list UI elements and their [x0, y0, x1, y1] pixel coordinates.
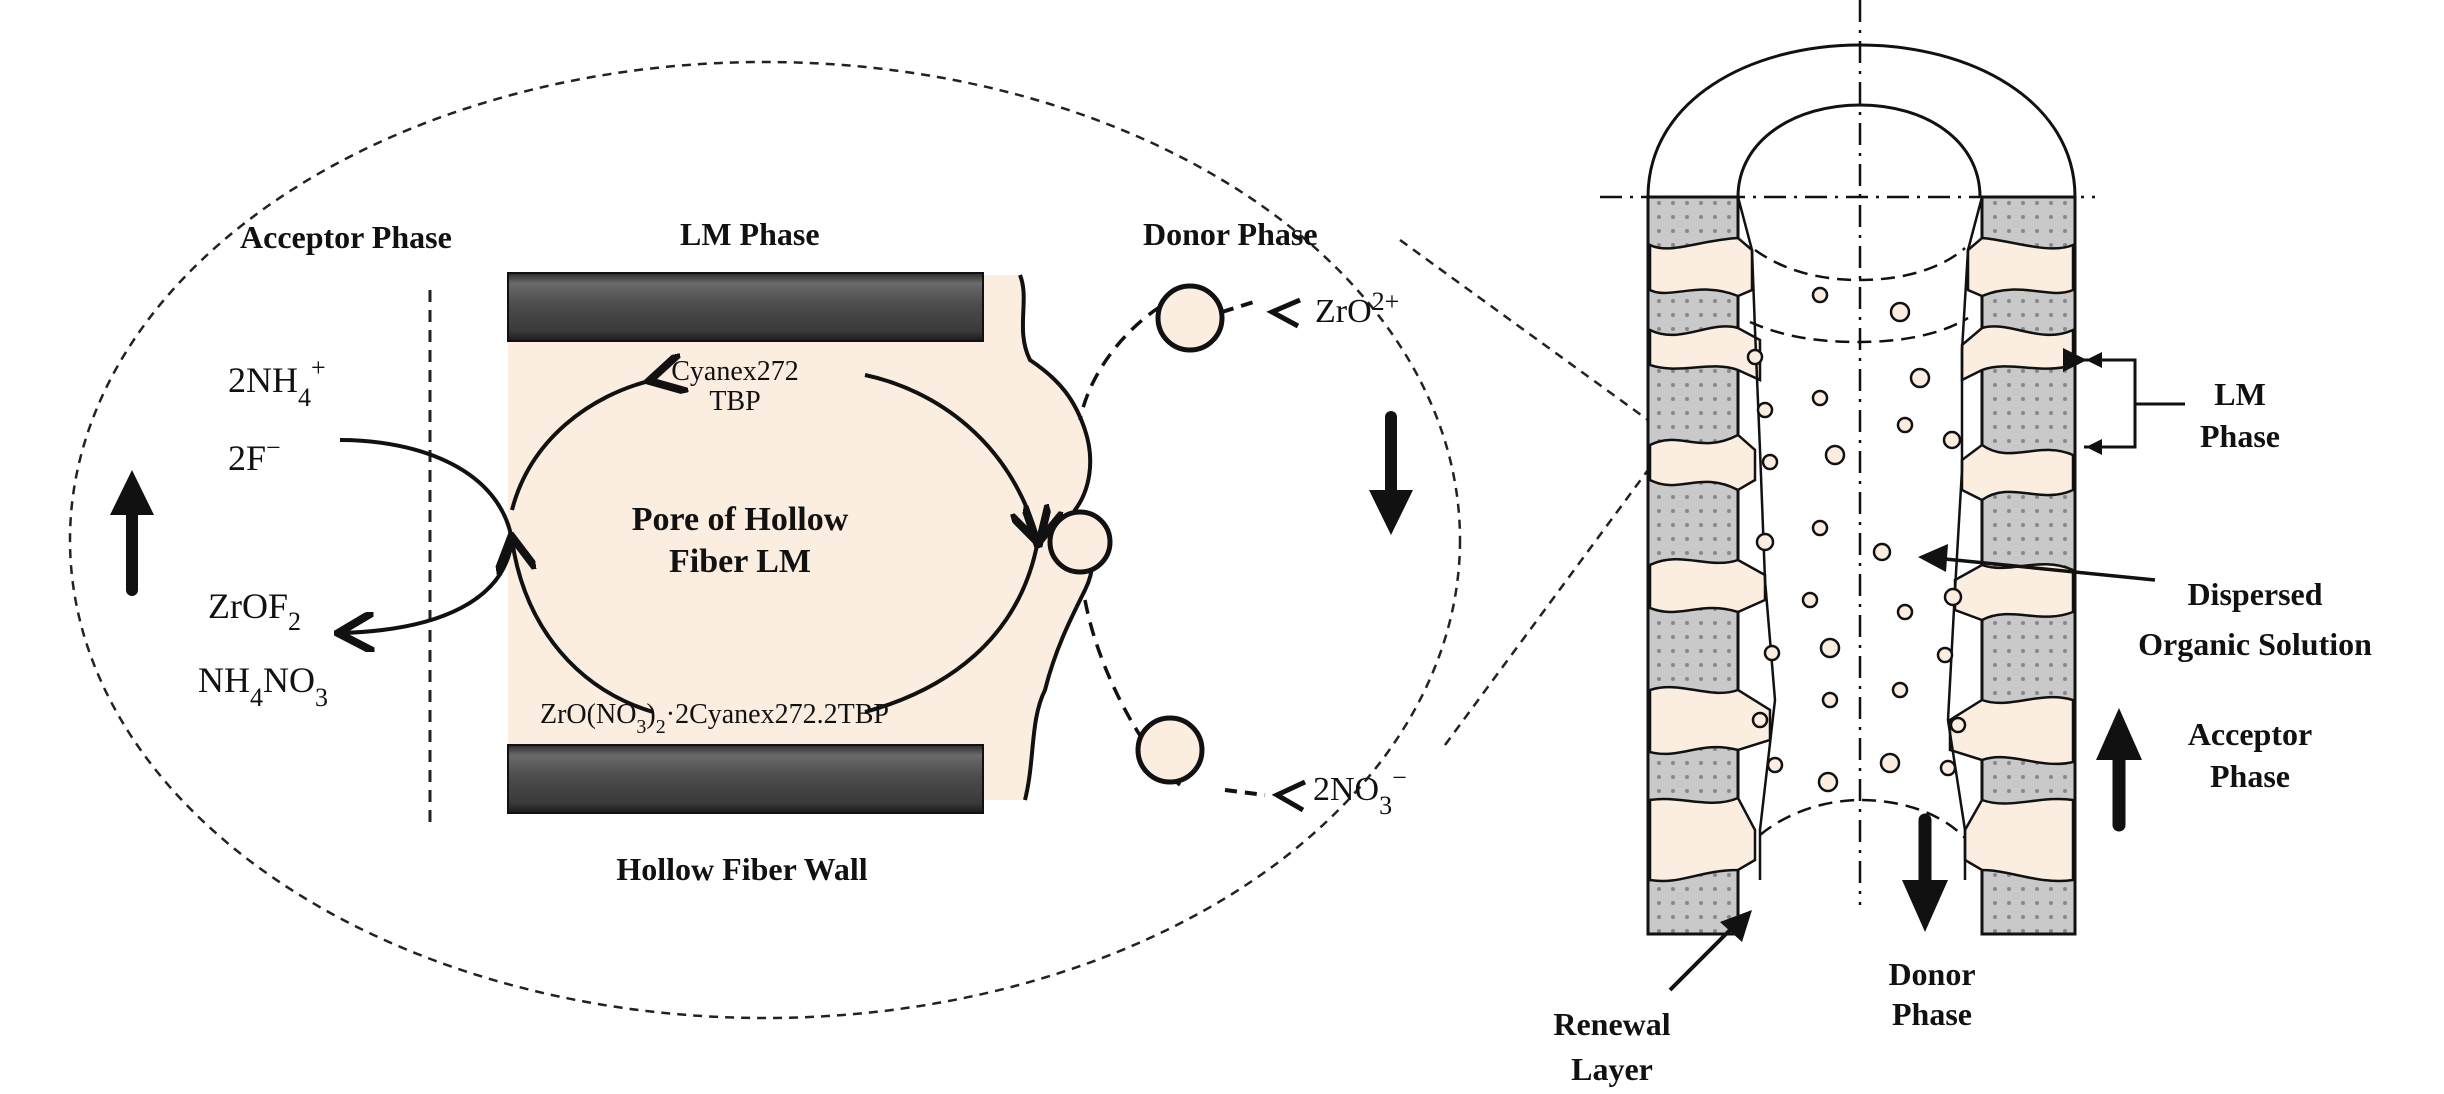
tube-section-dashed-top	[1754, 247, 1966, 282]
species-zro2plus: ZrO2+	[1315, 287, 1399, 330]
hollow-fiber-wall-label: Hollow Fiber Wall	[616, 851, 867, 887]
dispersed-pointer-line	[1934, 556, 2156, 582]
donor-dashed-arrow-bottom	[1224, 788, 1266, 797]
species-fluoride: 2F−	[228, 433, 281, 478]
species-nh4: 2NH4+	[228, 353, 326, 412]
right-donor-label-1: Donor	[1888, 956, 1975, 992]
right-donor-label-2: Phase	[1892, 996, 1972, 1032]
renewal-pointer-line	[1668, 923, 1737, 992]
lm-phase-bracket	[2063, 348, 2185, 449]
complex-formula: ZrO(NO3)2·2Cyanex272.2TBP	[540, 699, 889, 738]
circulation-arc-top-right	[864, 373, 1038, 540]
right-lm-pores	[1948, 236, 2075, 883]
pore-label-line2: Fiber LM	[669, 543, 811, 580]
right-donor-down-arrow	[1902, 813, 1948, 932]
droplet-bottom	[1135, 715, 1205, 785]
pore-label-line1: Pore of Hollow	[632, 501, 849, 538]
left-lm-pores	[1648, 236, 1772, 883]
right-acceptor-up-arrow	[2096, 708, 2142, 832]
renewal-layer-label-2: Layer	[1571, 1051, 1653, 1087]
lm-pore-region	[508, 275, 1093, 800]
hollow-fiber-wall-top	[507, 272, 984, 342]
circulation-arc-top-left	[510, 380, 653, 511]
droplet-middle	[1047, 509, 1113, 575]
carrier-label-cyanex: Cyanex272	[671, 356, 799, 387]
acceptor-flow-up-arrow	[110, 470, 154, 596]
arrowhead-zro	[1266, 297, 1301, 329]
u-tube-arch-outer	[1646, 43, 2077, 198]
right-acceptor-label-1: Acceptor	[2188, 716, 2312, 752]
u-tube-fiber	[1600, 0, 2095, 936]
donor-phase-label: Donor Phase	[1143, 216, 1318, 252]
species-nitrate: 2NO3−	[1313, 763, 1407, 820]
u-tube-arch-inner	[1736, 103, 1982, 198]
dispersed-pointer-arrowhead	[1918, 544, 1948, 572]
carrier-label-tbp: TBP	[709, 386, 760, 417]
droplet-top	[1155, 283, 1225, 353]
species-zrof2: ZrOF2	[208, 586, 301, 636]
zoom-ellipse	[68, 60, 1462, 1020]
zoom-connector-top	[1399, 238, 1649, 422]
zoom-connector-bottom	[1443, 469, 1650, 746]
dispersed-label-2: Organic Solution	[2138, 626, 2372, 662]
right-acceptor-label-2: Phase	[2210, 758, 2290, 794]
stripping-arc-out	[342, 539, 514, 633]
renewal-pointer-arrowhead	[1720, 910, 1752, 942]
circulation-arc-bottom-right	[864, 540, 1038, 714]
tube-section-dashed-bottom	[1759, 798, 1966, 839]
left-renewal-layer	[1736, 196, 1777, 880]
species-nh4no3: NH4NO3	[198, 660, 328, 712]
dispersed-label-1: Dispersed	[2187, 576, 2322, 612]
dispersed-droplets	[1746, 286, 1967, 793]
lm-phase-label: LM Phase	[680, 216, 820, 252]
right-renewal-layer	[1946, 196, 1984, 880]
right-lm-phase-label-2: Phase	[2200, 418, 2280, 454]
lm-bracket-arrowhead-bottom	[2086, 439, 2102, 455]
right-lm-phase-label-1: LM	[2214, 376, 2266, 412]
arrowhead-no3	[1271, 779, 1307, 813]
renewal-layer-label-1: Renewal	[1553, 1006, 1670, 1042]
lm-bracket-arrowhead-top	[2086, 352, 2102, 368]
donor-flow-down-arrow	[1369, 411, 1413, 535]
stripping-arc-in	[339, 438, 514, 541]
donor-dashed-arrow-top	[1221, 298, 1261, 314]
circulation-arc-bottom-left	[512, 540, 654, 714]
hollow-fiber-wall-bottom	[507, 744, 984, 814]
acceptor-phase-label: Acceptor Phase	[240, 219, 452, 255]
